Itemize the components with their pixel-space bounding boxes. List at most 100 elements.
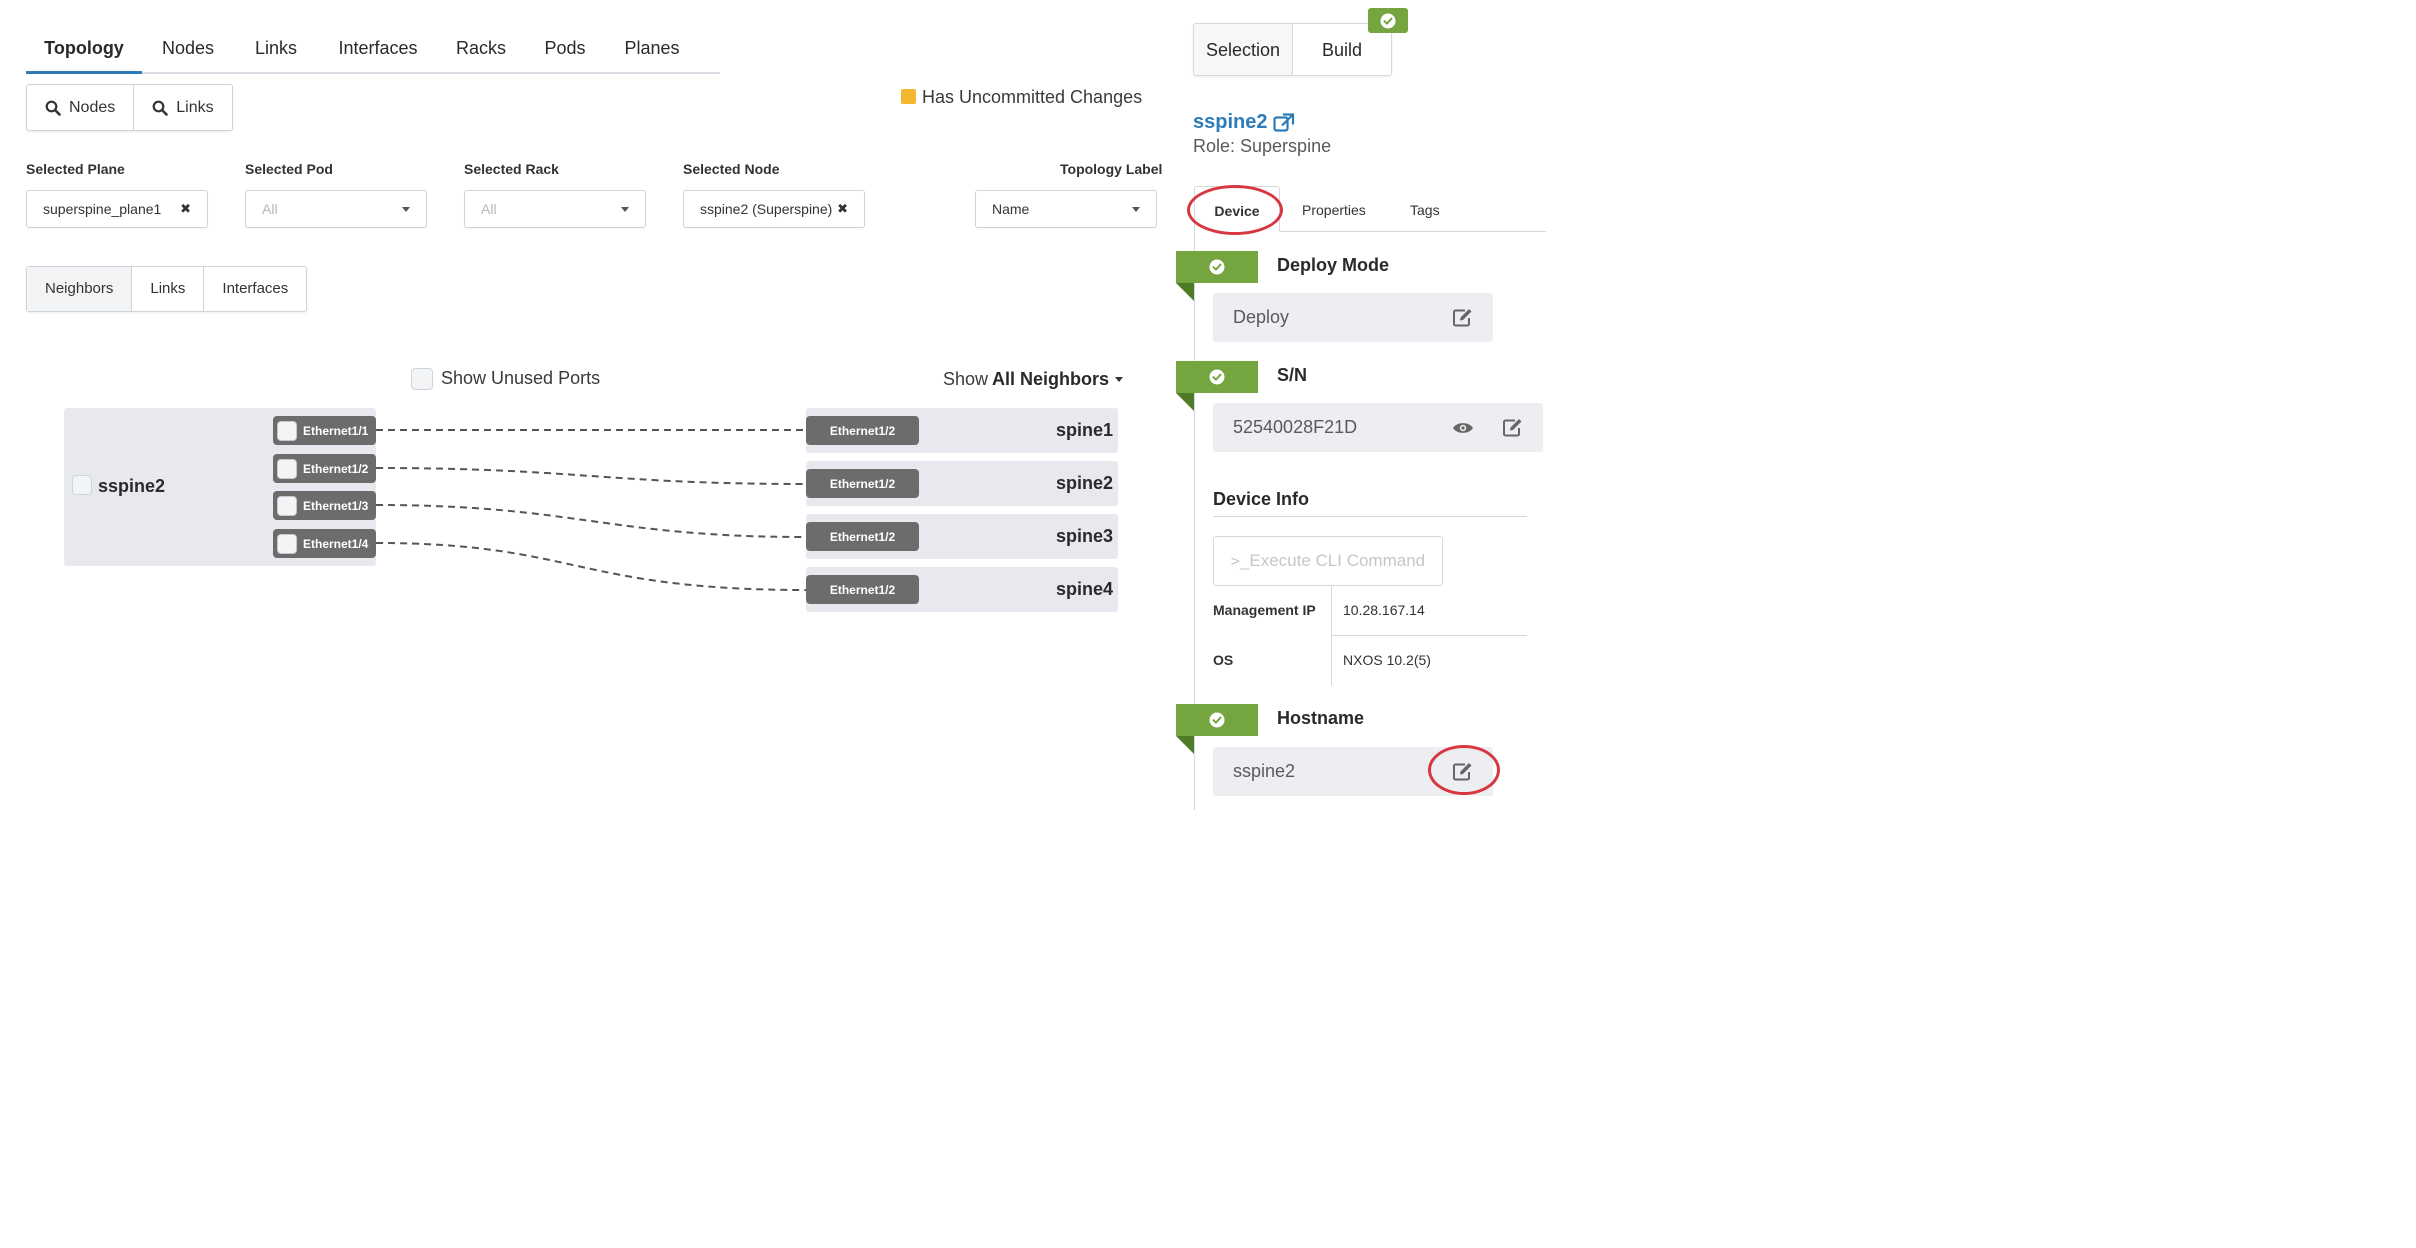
link-line [376, 467, 807, 485]
tab-nodes[interactable]: Nodes [161, 38, 215, 58]
neighbor-port[interactable]: Ethernet1/2 [806, 416, 919, 445]
selected-node-value: sspine2 (Superspine) [700, 201, 833, 217]
eye-icon[interactable] [1452, 421, 1474, 435]
external-link-icon[interactable] [1273, 112, 1295, 133]
divider [1213, 516, 1527, 517]
neighbor-spine2[interactable]: Ethernet1/2 spine2 [806, 461, 1118, 506]
port-ethernet1-1[interactable]: Ethernet1/1 [273, 416, 376, 445]
port-label: Ethernet1/1 [303, 423, 369, 438]
show-neighbors-prefix: Show [943, 369, 989, 389]
serial-title: S/N [1277, 365, 1308, 385]
flag-fold [1176, 393, 1194, 411]
port-checkbox[interactable] [277, 533, 297, 554]
check-circle-icon [1380, 13, 1396, 28]
port-ethernet1-2[interactable]: Ethernet1/2 [273, 454, 376, 483]
link-line [376, 542, 807, 591]
neighbor-name: spine2 [1055, 473, 1113, 493]
tab-pods[interactable]: Pods [544, 38, 586, 58]
search-nodes-button[interactable]: Nodes [27, 85, 133, 130]
uncommitted-legend-swatch [901, 89, 916, 104]
selected-rack-label: Selected Rack [464, 161, 559, 177]
tab-topology[interactable]: Topology [26, 22, 142, 74]
search-nodes-label: Nodes [69, 98, 116, 116]
divider [1331, 586, 1332, 686]
selected-plane-select[interactable]: superspine_plane1 ✖ [26, 190, 208, 228]
edit-icon[interactable] [1502, 418, 1523, 437]
search-links-label: Links [176, 98, 214, 116]
panel-node-name[interactable]: sspine2 [1193, 111, 1268, 133]
port-checkbox[interactable] [277, 458, 297, 479]
tab-links[interactable]: Links [254, 38, 298, 58]
clear-icon[interactable]: ✖ [180, 201, 191, 216]
port-ethernet1-3[interactable]: Ethernet1/3 [273, 491, 376, 520]
neighbor-port[interactable]: Ethernet1/2 [806, 575, 919, 604]
panel-node-title[interactable]: sspine2 [1193, 111, 1295, 134]
panel-node-role: Role: Superspine [1193, 136, 1332, 156]
neighbor-spine4[interactable]: Ethernet1/2 spine4 [806, 567, 1118, 612]
terminal-icon: > [1230, 552, 1240, 570]
selected-plane-value: superspine_plane1 [43, 201, 162, 217]
hostname-title: Hostname [1277, 708, 1365, 728]
topology-label-select[interactable]: Name [975, 190, 1157, 228]
os-value: NXOS 10.2(5) [1343, 652, 1431, 668]
device-panel [1194, 231, 1546, 810]
serial-status-flag [1176, 361, 1258, 393]
tab-neighbors[interactable]: Neighbors [27, 267, 132, 311]
show-unused-ports-checkbox[interactable] [411, 368, 433, 390]
search-links-button[interactable]: Links [133, 85, 231, 130]
tab-view-interfaces[interactable]: Interfaces [203, 267, 306, 311]
device-info-title: Device Info [1213, 489, 1310, 509]
neighbor-port[interactable]: Ethernet1/2 [806, 469, 919, 498]
show-neighbors-dropdown[interactable]: Show All Neighbors [943, 369, 1124, 390]
os-label: OS [1213, 652, 1234, 668]
selected-pod-select[interactable]: All [245, 190, 427, 228]
port-checkbox[interactable] [277, 420, 297, 441]
tab-racks[interactable]: Racks [455, 38, 506, 58]
management-ip-value: 10.28.167.14 [1343, 602, 1425, 618]
execute-cli-button[interactable]: >_Execute CLI Command [1213, 536, 1443, 586]
edit-icon[interactable] [1452, 308, 1473, 327]
clear-icon[interactable]: ✖ [837, 201, 848, 216]
neighbor-spine3[interactable]: Ethernet1/2 spine3 [806, 514, 1118, 559]
show-unused-ports-label: Show Unused Ports [441, 368, 601, 388]
port-checkbox[interactable] [277, 495, 297, 516]
tab-planes[interactable]: Planes [624, 38, 680, 58]
selected-rack-placeholder: All [481, 201, 497, 217]
view-tabs: Neighbors Links Interfaces [26, 266, 308, 312]
chevron-down-icon [402, 206, 410, 212]
neighbor-name: spine4 [1055, 579, 1113, 599]
deploy-mode-value: Deploy [1233, 307, 1290, 327]
port-label: Ethernet1/2 [303, 461, 369, 476]
selected-plane-label: Selected Plane [26, 161, 125, 177]
node-checkbox[interactable] [72, 475, 92, 495]
deploy-mode-status-flag [1176, 251, 1258, 283]
selected-pod-placeholder: All [262, 201, 278, 217]
link-lines [376, 429, 807, 591]
tab-properties[interactable]: Properties [1302, 202, 1366, 218]
deploy-mode-field: Deploy [1213, 293, 1493, 342]
link-line [376, 504, 807, 538]
topology-label-label: Topology Label [1060, 161, 1163, 177]
neighbor-spine1[interactable]: Ethernet1/2 spine1 [806, 408, 1118, 453]
panel-tabs: Selection Build [1193, 23, 1392, 76]
tab-selection[interactable]: Selection [1205, 40, 1281, 60]
serial-field: 52540028F21D [1213, 403, 1543, 452]
selected-rack-select[interactable]: All [464, 190, 646, 228]
topology-label-value: Name [992, 201, 1030, 217]
selected-node-select[interactable]: sspine2 (Superspine) ✖ [683, 190, 865, 228]
neighbor-name: spine3 [1055, 526, 1113, 546]
search-button-group: Nodes Links [26, 84, 233, 131]
show-neighbors-value: All Neighbors [992, 369, 1110, 389]
tab-view-links[interactable]: Links [131, 267, 203, 311]
search-icon [45, 100, 61, 116]
tab-tags[interactable]: Tags [1410, 202, 1440, 218]
selected-pod-label: Selected Pod [245, 161, 333, 177]
annotation-circle [1428, 745, 1500, 795]
hostname-value: sspine2 [1233, 761, 1296, 781]
neighbor-port[interactable]: Ethernet1/2 [806, 522, 919, 551]
port-ethernet1-4[interactable]: Ethernet1/4 [273, 529, 376, 558]
tab-interfaces[interactable]: Interfaces [338, 38, 418, 58]
uncommitted-legend-label: Has Uncommitted Changes [922, 87, 1143, 107]
deploy-mode-title: Deploy Mode [1277, 255, 1390, 275]
node-name: sspine2 [98, 476, 166, 496]
